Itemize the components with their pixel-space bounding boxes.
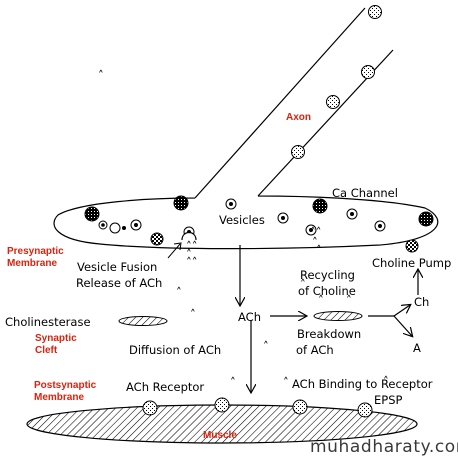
watermark: muhadharaty.com <box>310 437 458 457</box>
of-choline-label: of Choline <box>298 284 356 298</box>
of-ach-label: of ACh <box>296 343 334 357</box>
vesicles-label: Vesicles <box>219 213 265 227</box>
svg-text:˄: ˄ <box>263 339 269 353</box>
axon-vesicle <box>326 95 340 109</box>
choline-pump-channel <box>150 232 164 246</box>
choline-product-arrow <box>393 305 410 317</box>
acetate-label: A <box>413 341 421 355</box>
synaptic-cleft-label-1: Synaptic <box>35 333 77 344</box>
axon-vesicle <box>291 145 305 159</box>
ach-receptor <box>142 400 158 416</box>
svg-text:˄: ˄ <box>186 247 192 261</box>
presynaptic-membrane-label-2: Membrane <box>7 258 57 269</box>
svg-text:˄˄: ˄˄ <box>186 239 198 253</box>
svg-text:˄: ˄ <box>300 277 306 291</box>
axon-vesicle <box>361 65 375 79</box>
svg-text:˄˄: ˄˄ <box>310 225 322 239</box>
choline-pump-label: Choline Pump <box>372 256 451 270</box>
svg-text:˄: ˄ <box>230 375 236 389</box>
release-ach-label: Release of ACh <box>76 276 162 290</box>
epsp-label: EPSP <box>374 393 403 407</box>
svg-text:˄: ˄ <box>190 307 196 321</box>
ca-channel <box>312 198 328 214</box>
vesicle-fusion-label: Vesicle Fusion <box>77 260 157 274</box>
presynaptic-membrane-label-1: Presynaptic <box>7 246 64 257</box>
svg-text:˄˄: ˄˄ <box>186 255 198 269</box>
breakdown-enzyme <box>313 311 363 321</box>
cholinesterase-enzyme <box>118 316 168 326</box>
ca-channel <box>173 195 189 211</box>
ach-receptor <box>214 397 230 413</box>
ca-channel <box>84 206 100 222</box>
svg-text:˄: ˄ <box>176 285 182 299</box>
svg-text:˄: ˄ <box>316 243 322 257</box>
ach-binding-label: ACh Binding to Receptor <box>292 377 433 391</box>
svg-text:˄: ˄ <box>283 375 289 389</box>
svg-text:˄: ˄ <box>312 235 318 249</box>
diffusion-label: Diffusion of ACh <box>129 343 221 357</box>
svg-text:˄: ˄ <box>98 68 104 82</box>
recycling-label: Recycling <box>300 268 355 282</box>
breakdown-label: Breakdown <box>297 327 361 341</box>
svg-text:˄: ˄ <box>383 374 389 388</box>
acetate-product-arrow <box>393 315 412 336</box>
vesicle-fusion-pore <box>181 231 197 241</box>
ch-label: Ch <box>414 295 429 309</box>
cholinesterase-label: Cholinesterase <box>5 315 91 329</box>
postsynaptic-membrane-label-1: Postsynaptic <box>34 380 97 391</box>
axon-label: Axon <box>286 112 311 123</box>
ach-label: ACh <box>238 310 261 324</box>
ca-channel-label: Ca Channel <box>332 186 398 200</box>
vesicle-fusion-pointer <box>167 243 181 259</box>
ach-receptor <box>292 399 308 415</box>
ach-receptor-label: ACh Receptor <box>126 380 204 394</box>
axon-vesicle <box>368 5 382 19</box>
choline-pump-channel <box>405 239 419 253</box>
svg-text:˄: ˄ <box>318 293 324 307</box>
ach-receptor <box>357 402 373 418</box>
ach-molecules: ˄˄˄˄˄ ˄˄ ˄˄˄˄ ˄˄ ˄˄ ˄˄ ˄˄ <box>98 68 389 389</box>
synaptic-cleft-label-2: Cleft <box>35 345 58 356</box>
postsynaptic-membrane-label-2: Membrane <box>34 392 84 403</box>
muscle-label: Muscle <box>203 430 237 441</box>
svg-text:˄: ˄ <box>346 293 352 307</box>
ca-channel <box>418 211 434 227</box>
terminal-vesicles <box>98 198 386 238</box>
